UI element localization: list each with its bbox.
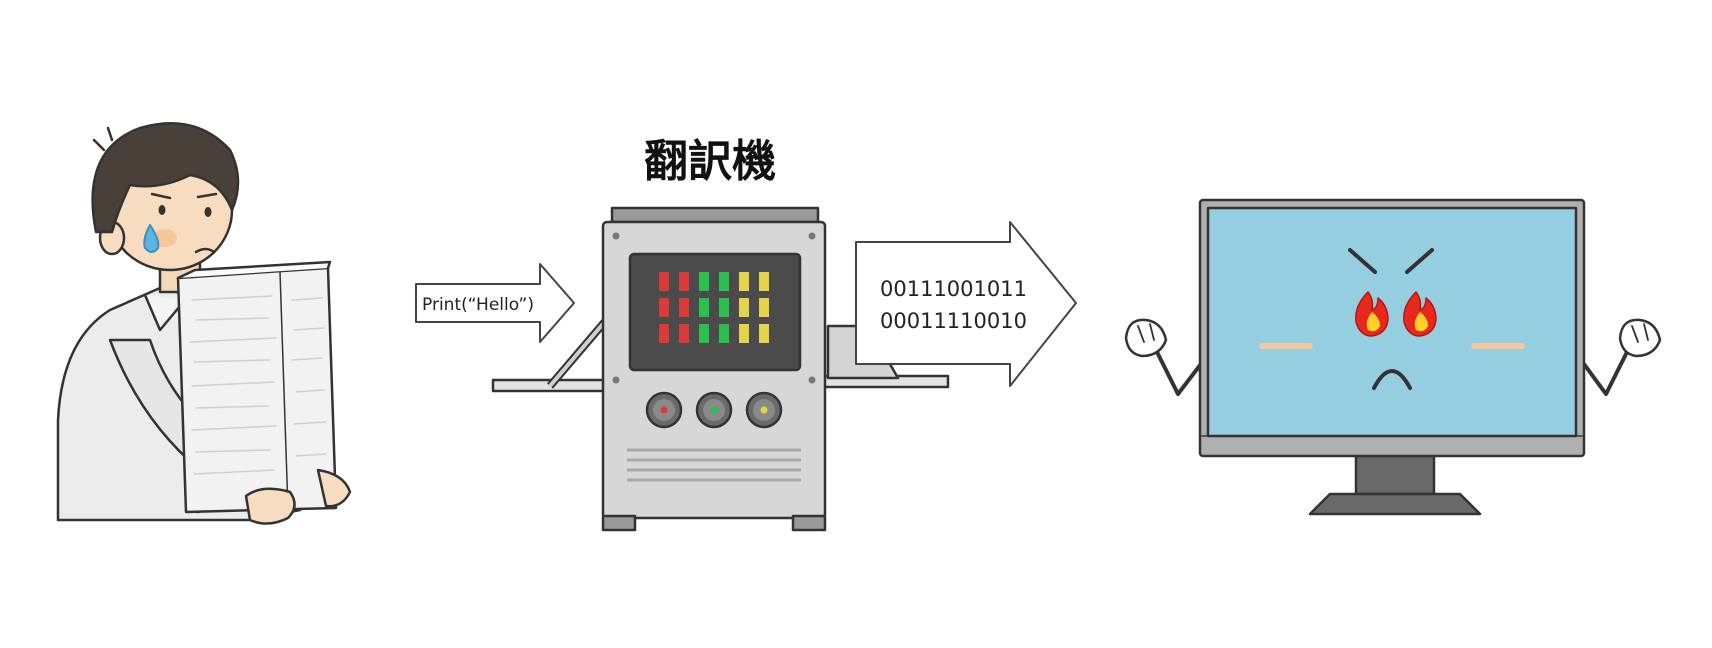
binary-line-1: 00111001011 — [880, 277, 1027, 301]
indicator-light — [719, 298, 729, 317]
paper-stack — [176, 266, 338, 514]
machine-lid — [610, 206, 820, 224]
indicator-light — [759, 324, 769, 343]
indicator-light — [719, 272, 729, 291]
machine-knob-light — [660, 406, 668, 414]
indicator-light — [679, 324, 689, 343]
indicator-light — [699, 298, 709, 317]
input-arrow: Print(“Hello”) — [415, 263, 575, 343]
machine-display-panel — [628, 252, 802, 372]
person-with-papers-illustration — [56, 122, 352, 525]
machine-knobs — [645, 391, 783, 429]
indicator-light — [739, 272, 749, 291]
indicator-light — [759, 298, 769, 317]
output-arrow: 00111001011 00011110010 — [855, 221, 1077, 387]
machine-knob-light — [760, 406, 768, 414]
indicator-light — [659, 272, 669, 291]
translation-machine-illustration — [491, 206, 950, 532]
indicator-light — [699, 324, 709, 343]
indicator-light — [659, 298, 669, 317]
indicator-light — [719, 324, 729, 343]
indicator-light — [679, 272, 689, 291]
indicator-lights — [659, 272, 769, 343]
monitor-screen — [1206, 206, 1578, 438]
indicator-light — [759, 272, 769, 291]
binary-line-2: 00011110010 — [880, 309, 1027, 333]
input-code-label: Print(“Hello”) — [422, 295, 534, 315]
machine-vents — [627, 448, 801, 482]
indicator-light — [739, 298, 749, 317]
angry-monitor-illustration — [1124, 198, 1662, 516]
monitor-neck — [1354, 454, 1436, 496]
left-fist — [1124, 318, 1168, 358]
indicator-light — [699, 272, 709, 291]
monitor-base — [1308, 492, 1482, 516]
right-fist — [1618, 318, 1662, 358]
indicator-light — [679, 298, 689, 317]
machine-knob-light — [710, 406, 718, 414]
machine-title: 翻訳機 — [644, 136, 776, 187]
sweat-drop-icon — [143, 224, 160, 253]
indicator-light — [659, 324, 669, 343]
flame-eye-right-icon — [1403, 291, 1437, 337]
indicator-light — [739, 324, 749, 343]
flame-eye-left-icon — [1355, 291, 1389, 337]
